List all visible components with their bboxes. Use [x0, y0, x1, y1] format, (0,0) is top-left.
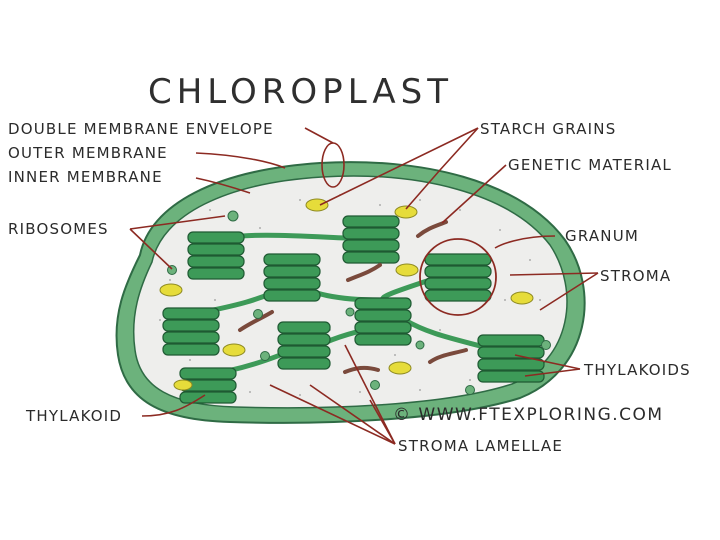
label-ribosomes: RIBOSOMES	[8, 220, 109, 238]
genetic-material	[238, 220, 468, 374]
granum-stack	[277, 321, 331, 370]
starch-grains	[159, 198, 534, 391]
label-starch-grains: STARCH GRAINS	[480, 120, 616, 138]
granum-stack	[187, 231, 245, 280]
ribosomes	[167, 210, 551, 395]
label-stroma-lamellae: STROMA LAMELLAE	[398, 437, 563, 455]
diagram-title: CHLOROPLAST	[148, 72, 453, 112]
leader-lines	[129, 127, 599, 445]
granum-stack	[162, 307, 220, 356]
label-granum: GRANUM	[565, 227, 639, 245]
label-stroma: STROMA	[600, 267, 671, 285]
granum-stack	[263, 253, 321, 302]
label-outer-membrane: OUTER MEMBRANE	[8, 144, 168, 162]
granum-highlight	[419, 238, 497, 316]
label-double-membrane-envelope: DOUBLE MEMBRANE ENVELOPE	[8, 120, 274, 138]
granum-stack	[354, 297, 412, 346]
credit-text: © WWW.FTEXPLORING.COM	[393, 405, 664, 425]
label-thylakoids: THYLAKOIDS	[583, 361, 691, 379]
granum-stack	[424, 253, 492, 302]
label-thylakoid: THYLAKOID	[25, 407, 122, 425]
label-inner-membrane: INNER MEMBRANE	[8, 168, 163, 186]
granum-stack	[342, 215, 400, 264]
label-genetic-material: GENETIC MATERIAL	[508, 156, 672, 174]
